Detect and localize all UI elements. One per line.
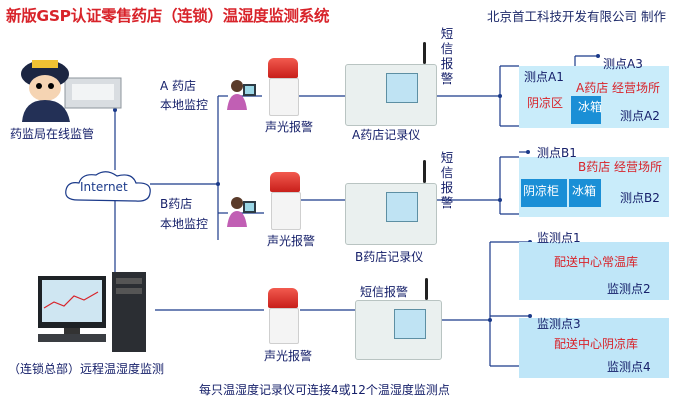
store-a-antenna [423,42,426,64]
center-point-3: 监测点3 [537,317,581,331]
store-b-site-zone [519,157,669,217]
center-point-4: 监测点4 [607,360,651,374]
store-a-point-a3: 测点A3 [603,57,643,71]
center-shade-warehouse-zone [519,318,669,378]
store-a-recorder [345,64,437,126]
credit-text: 北京首工科技开发有限公司 制作 [487,9,666,24]
page-title: 新版GSP认证零售药店（连锁）温湿度监测系统 [6,7,330,25]
store-a-local-label-2: 本地监控 [160,98,209,112]
store-a-alarm-label: 声光报警 [265,120,314,134]
store-b-fridge-box [569,179,601,207]
police-officer-icon [21,60,122,122]
store-b-recorder [345,183,437,245]
store-b-point-b2: 测点B2 [620,191,660,205]
center-normal-warehouse-label: 配送中心常温库 [554,255,639,269]
center-shade-warehouse-label: 配送中心阴凉库 [554,337,639,351]
store-b-alarm-label: 声光报警 [267,234,316,248]
center-recorder [355,300,442,360]
store-a-recorder-screen [386,73,418,103]
store-a-alarm-light [268,58,298,78]
store-a-point-a2: 测点A2 [620,109,660,123]
store-a-recorder-label: A药店记录仪 [352,128,421,142]
center-point-1: 监测点1 [537,231,581,245]
store-b-site-label: B药店 经营场所 [578,160,663,174]
center-alarm-light [268,288,298,308]
store-a-site-label: A药店 经营场所 [576,81,661,95]
center-normal-warehouse-zone [519,242,669,300]
store-b-recorder-screen [386,192,418,222]
store-a-local-label-1: A 药店 [160,79,197,93]
store-a-fridge-box [571,96,601,124]
regulator-label: 药监局在线监管 [10,127,95,141]
store-b-recorder-label: B药店记录仪 [355,250,424,264]
internet-label: Internet [80,180,128,194]
store-a-site-zone [519,66,669,128]
store-b-local-label-1: B药店 [160,197,193,211]
hq-computer-icon [38,272,146,352]
internet-cloud-icon [65,171,151,202]
store-b-antenna [423,160,426,183]
store-b-alarm-body [271,192,301,230]
store-a-alarm-body [269,78,299,116]
store-a-fridge-label: 冰箱 [578,100,603,114]
store-b-local-label-2: 本地监控 [160,217,209,231]
store-b-shade-label: 阴凉柜 [523,184,560,198]
center-recorder-screen [394,309,426,339]
center-alarm-body [269,308,299,344]
store-b-point-b1: 测点B1 [537,146,577,160]
store-b-shade-cabinet-box [521,179,567,207]
store-b-alarm-light [270,172,300,192]
center-antenna [425,278,428,300]
center-sms-label: 短信报警 [360,285,409,299]
store-b-operator-icon [227,197,256,227]
center-point-2: 监测点2 [607,282,651,296]
store-a-operator-icon [227,80,256,110]
store-a-point-a1: 测点A1 [524,70,564,84]
hq-label: （连锁总部）远程温湿度监测 [8,362,165,376]
store-b-fridge-label: 冰箱 [572,184,597,198]
store-a-shade-label: 阴凉区 [527,96,564,110]
store-a-sms-label: 短信报警 [440,26,454,86]
store-b-sms-label: 短信报警 [440,150,454,210]
footer-note: 每只温湿度记录仪可连接4或12个温湿度监测点 [199,383,450,397]
center-alarm-label: 声光报警 [264,349,313,363]
